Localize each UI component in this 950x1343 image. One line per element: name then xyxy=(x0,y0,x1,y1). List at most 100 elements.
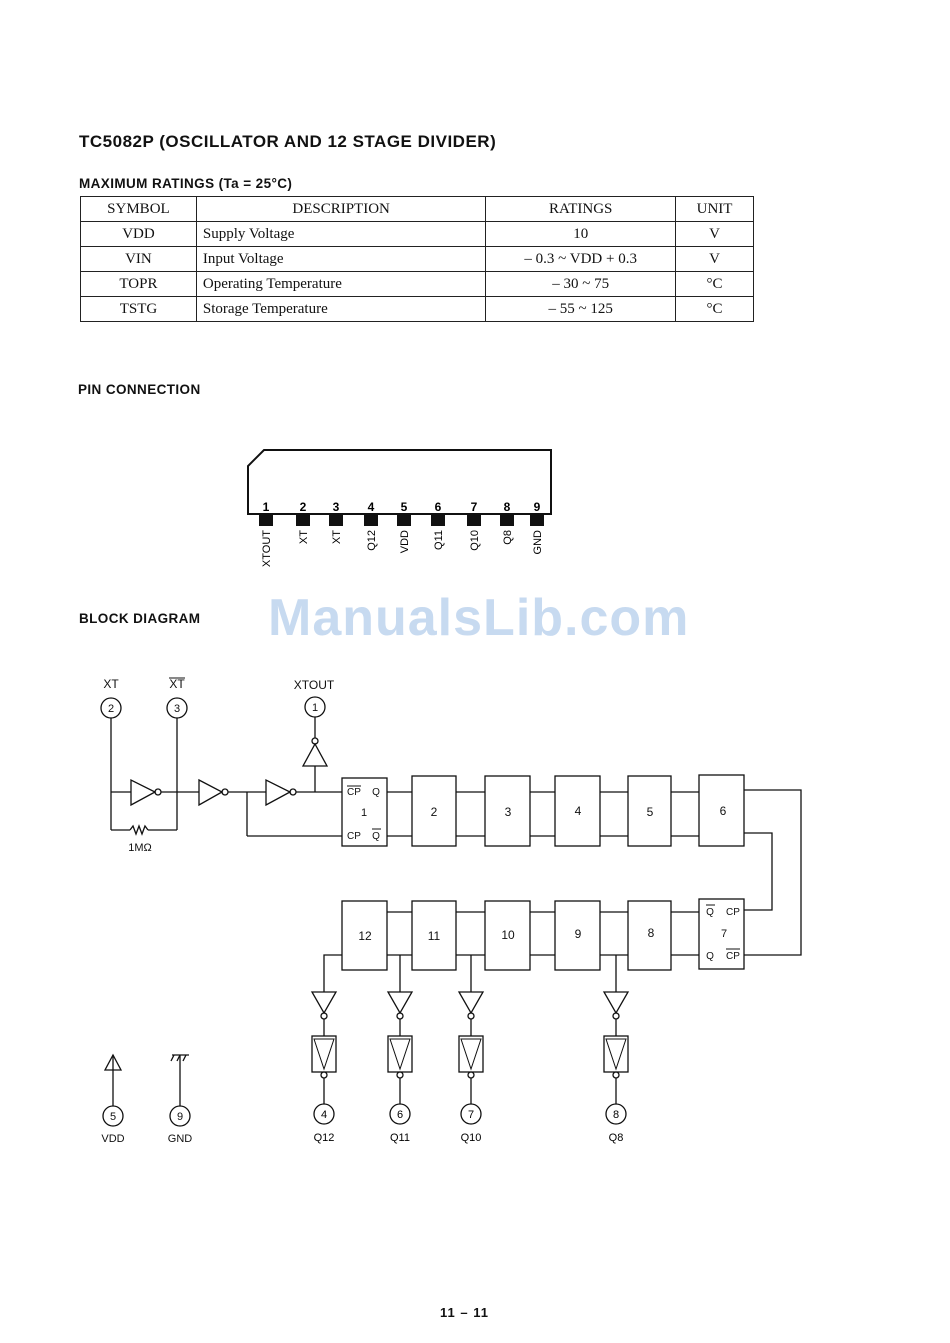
table-row: VDD Supply Voltage 10 V xyxy=(80,221,754,247)
xt-bar-label: XT xyxy=(169,677,185,691)
output-buffer xyxy=(386,991,414,1015)
driver-bubble xyxy=(612,1071,620,1079)
block-diagram-heading: BLOCK DIAGRAM xyxy=(79,611,201,626)
ff1-cp2-label: CP xyxy=(347,831,361,842)
pin-name-label: XT xyxy=(331,530,343,544)
stage-4-block xyxy=(554,775,601,847)
symbol-cell: VIN xyxy=(80,246,197,272)
pin-pad xyxy=(329,514,343,526)
pin-pad xyxy=(259,514,273,526)
driver-bubble xyxy=(467,1071,475,1079)
ff1-number: 1 xyxy=(361,807,367,819)
stage-6-block xyxy=(698,774,745,847)
pin-number: 9 xyxy=(534,500,541,514)
stage-label: 10 xyxy=(501,928,515,942)
pin-5-number: 5 xyxy=(110,1111,116,1123)
pin-number: 5 xyxy=(401,500,408,514)
ff7-number: 7 xyxy=(721,928,727,940)
wire xyxy=(744,832,773,911)
description-cell: Operating Temperature xyxy=(195,271,487,297)
ground-hatch xyxy=(176,1054,181,1062)
description-cell: Input Voltage xyxy=(195,246,487,272)
output-driver-block xyxy=(311,1035,337,1073)
output-label: Q8 xyxy=(609,1132,624,1144)
output-label: Q12 xyxy=(314,1132,335,1144)
output-pin-circle xyxy=(313,1103,335,1125)
pin-number: 8 xyxy=(504,500,511,514)
rating-cell: – 55 ~ 125 xyxy=(485,296,677,322)
driver-triangle xyxy=(605,1038,627,1071)
pin-name-label: Q10 xyxy=(469,530,481,551)
ground-hatch xyxy=(170,1054,175,1062)
output-label: Q10 xyxy=(461,1132,482,1144)
output-pin-number: 6 xyxy=(397,1109,403,1121)
resistor-label: 1MΩ xyxy=(128,842,152,854)
table-row: TSTG Storage Temperature – 55 ~ 125 °C xyxy=(80,296,754,322)
pin-pad xyxy=(530,514,544,526)
stage-label: 11 xyxy=(428,929,441,943)
ff7-cp2-label: CP xyxy=(726,951,740,962)
stage-label: 2 xyxy=(431,805,438,819)
pin-pad xyxy=(364,514,378,526)
pin-3-number: 3 xyxy=(174,703,180,715)
pin-9-number: 9 xyxy=(177,1111,183,1123)
pin-pad xyxy=(431,514,445,526)
symbol-cell: VDD xyxy=(80,221,197,247)
pin-name-label: XTOUT xyxy=(261,530,273,567)
description-cell: Storage Temperature xyxy=(195,296,487,322)
output-buffer xyxy=(310,991,338,1015)
pin-name-label: GND xyxy=(532,530,544,555)
ff1-qbar-label: Q xyxy=(372,831,380,842)
driver-triangle xyxy=(460,1038,482,1071)
pin-number: 1 xyxy=(263,500,270,514)
pin-number: 3 xyxy=(333,500,340,514)
xtout-label: XTOUT xyxy=(294,678,335,692)
stage-10-block xyxy=(484,900,531,971)
pin-pad xyxy=(500,514,514,526)
output-driver-block xyxy=(458,1035,484,1073)
table-row: TOPR Operating Temperature – 30 ~ 75 °C xyxy=(80,271,754,297)
wire xyxy=(744,789,802,956)
stage-2-block xyxy=(411,775,457,847)
ff1-cp-label: CP xyxy=(347,787,361,798)
stage-label: 4 xyxy=(575,804,582,818)
pin-pad xyxy=(467,514,481,526)
pin-number: 4 xyxy=(368,500,375,514)
pin-number: 7 xyxy=(471,500,478,514)
stage-label: 5 xyxy=(647,805,654,819)
ff7-cp-label: CP xyxy=(726,907,740,918)
ground-hatch xyxy=(182,1054,187,1062)
max-ratings-heading: MAXIMUM RATINGS (Ta = 25°C) xyxy=(79,176,293,191)
pin-2-number: 2 xyxy=(108,703,114,715)
stage-11-block xyxy=(411,900,457,971)
gnd-label: GND xyxy=(168,1133,193,1145)
ff7-qbar-label: Q xyxy=(706,907,714,918)
output-pin-circle xyxy=(605,1103,627,1125)
ff1-q-label: Q xyxy=(372,787,380,798)
description-cell: Supply Voltage xyxy=(195,221,487,247)
stage-label: 8 xyxy=(648,926,655,940)
output-driver-block xyxy=(387,1035,413,1073)
table-row: VIN Input Voltage – 0.3 ~ VDD + 0.3 V xyxy=(80,246,754,272)
pin-name-label: Q11 xyxy=(433,530,445,550)
unit-cell: V xyxy=(675,246,754,272)
stage-label: 6 xyxy=(720,804,727,818)
header-symbol: SYMBOL xyxy=(80,196,197,222)
flipflop-7 xyxy=(698,898,745,970)
xt-label: XT xyxy=(103,677,119,691)
pin-number: 6 xyxy=(435,500,442,514)
output-driver-block xyxy=(603,1035,629,1073)
pin-name-label: Q12 xyxy=(366,530,378,551)
output-buffer xyxy=(602,991,630,1015)
unit-cell: V xyxy=(675,221,754,247)
wire xyxy=(323,954,342,992)
vdd-label: VDD xyxy=(101,1133,124,1145)
rating-cell: – 0.3 ~ VDD + 0.3 xyxy=(485,246,677,272)
inverter-2 xyxy=(198,778,224,807)
driver-bubble xyxy=(396,1071,404,1079)
unit-cell: °C xyxy=(675,271,754,297)
stage-12-block xyxy=(341,900,388,971)
